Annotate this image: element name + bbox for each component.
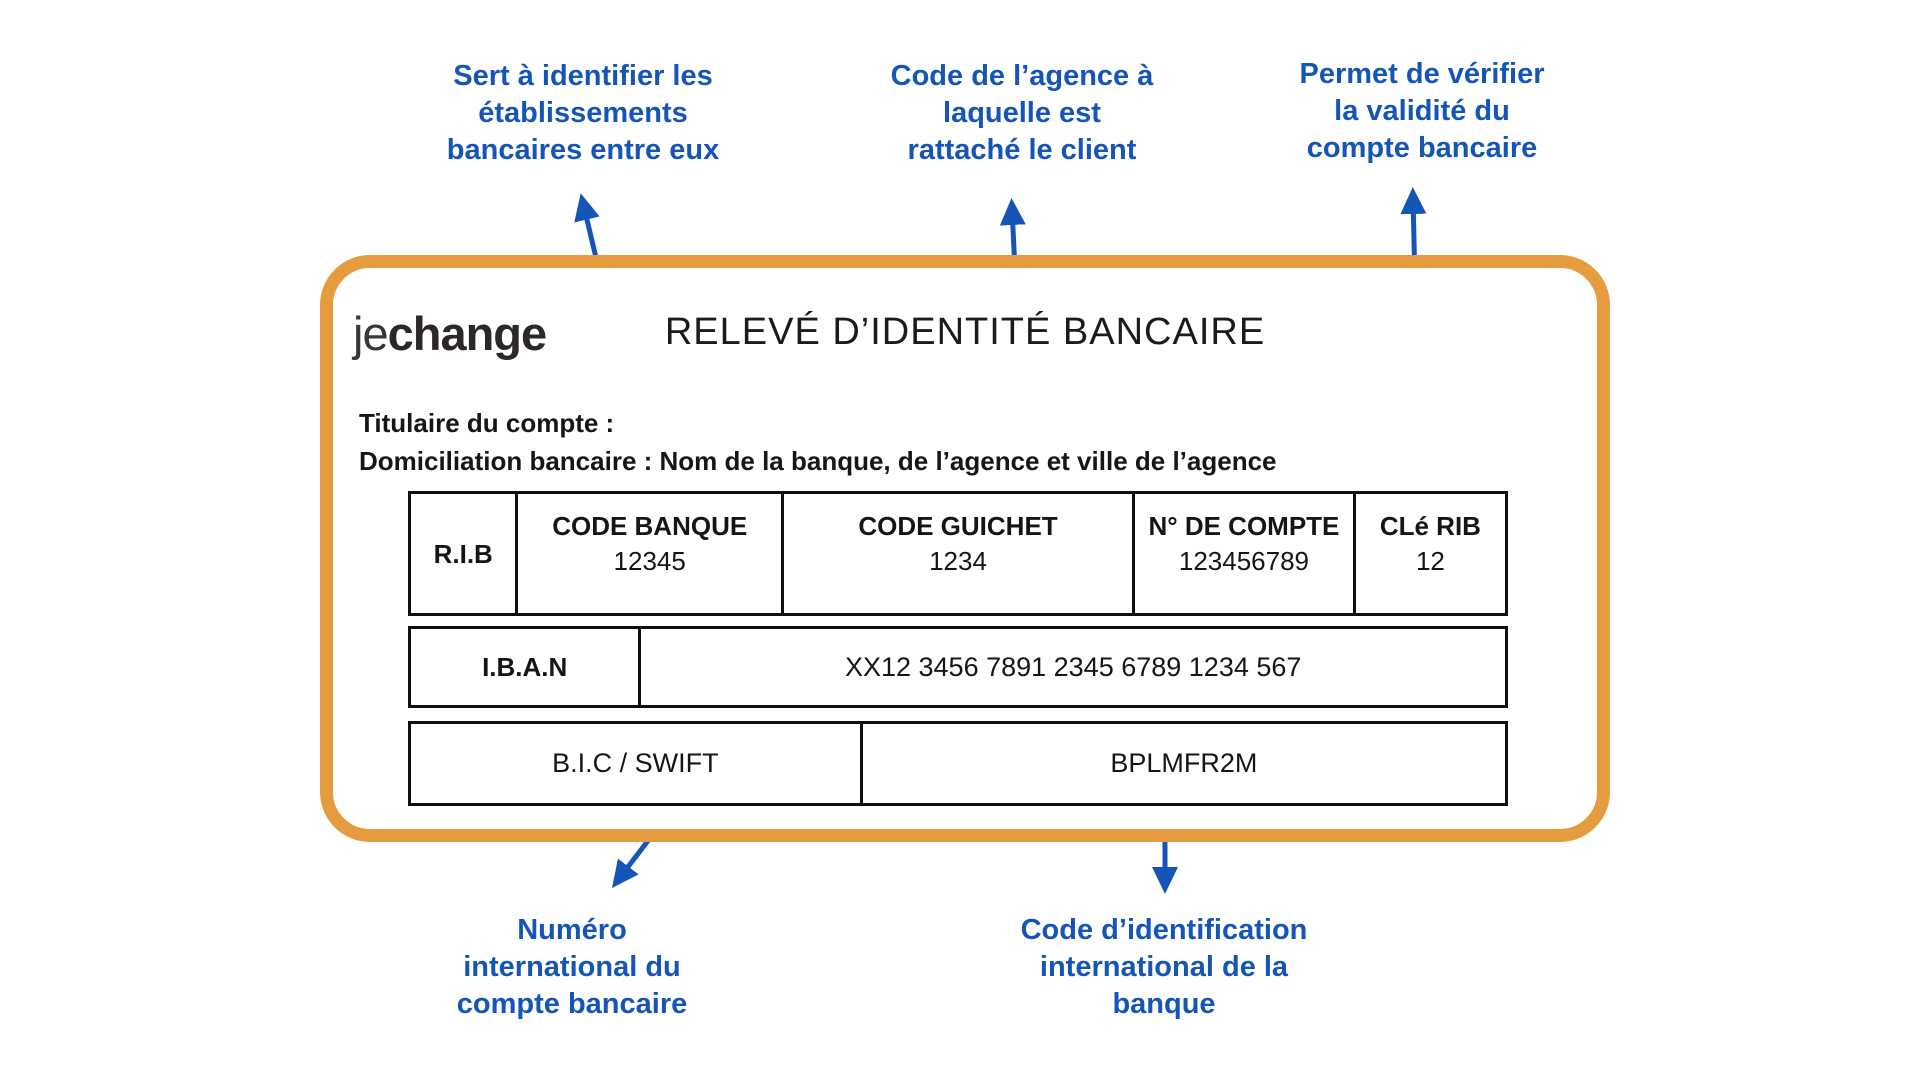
numero-compte-value: 123456789 [1178, 546, 1309, 576]
rib-label-cell: R.I.B [411, 494, 515, 613]
note-bic: Code d’identification international de l… [1020, 914, 1308, 1020]
rib-label: R.I.B [433, 538, 493, 569]
numero-compte-label: N° DE COMPTE [1148, 511, 1340, 541]
code-guichet-value: 1234 [929, 546, 987, 576]
numero-compte-cell: N° DE COMPTE 123456789 [1132, 494, 1353, 613]
bic-label: B.I.C / SWIFT [552, 748, 719, 778]
iban-value-cell: XX12 3456 7891 2345 6789 1234 567 [638, 629, 1505, 705]
bic-value-cell: BPLMFR2M [859, 724, 1505, 803]
bic-label-cell: B.I.C / SWIFT [411, 724, 860, 803]
bic-table: B.I.C / SWIFT BPLMFR2M [408, 721, 1508, 806]
cle-rib-cell: CLé RIB 12 [1352, 494, 1505, 613]
code-banque-value: 12345 [613, 546, 686, 576]
note-bank-code: Sert à identifier les établissements ban… [446, 60, 720, 166]
jechange-logo: jechange [353, 307, 548, 360]
iban-label-cell: I.B.A.N [411, 629, 638, 705]
rib-document-frame: jechange RELEVÉ D’IDENTITÉ BANCAIRE Titu… [320, 255, 1610, 842]
note-iban: Numéro international du compte bancaire [456, 914, 688, 1020]
iban-value: XX12 3456 7891 2345 6789 1234 567 [844, 651, 1302, 682]
iban-label: I.B.A.N [482, 652, 568, 682]
document-title: RELEVÉ D’IDENTITÉ BANCAIRE [664, 311, 1266, 353]
logo-text-light: je [353, 307, 389, 360]
code-banque-label: CODE BANQUE [552, 511, 748, 541]
cle-rib-value: 12 [1415, 546, 1445, 576]
code-guichet-label: CODE GUICHET [858, 511, 1058, 541]
code-guichet-cell: CODE GUICHET 1234 [780, 494, 1132, 613]
rib-table: R.I.B CODE BANQUE 12345 CODE GUICHET 123… [408, 491, 1508, 616]
cle-rib-label: CLé RIB [1379, 511, 1481, 541]
note-rib-key: Permet de vérifier la validité du compte… [1299, 58, 1545, 164]
iban-table: I.B.A.N XX12 3456 7891 2345 6789 1234 56… [408, 626, 1508, 708]
logo-text-bold: change [387, 307, 548, 360]
bic-value: BPLMFR2M [1110, 748, 1258, 778]
bank-domiciliation-line: Domiciliation bancaire : Nom de la banqu… [359, 446, 1277, 476]
account-holder-line: Titulaire du compte : [359, 408, 615, 438]
code-banque-cell: CODE BANQUE 12345 [515, 494, 781, 613]
note-branch-code: Code de l’agence à laquelle est rattaché… [890, 60, 1154, 166]
